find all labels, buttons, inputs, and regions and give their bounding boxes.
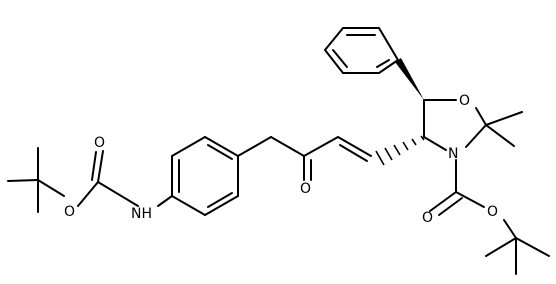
- atom-label-o-ring: O: [459, 93, 470, 109]
- oxazolidine-ring: [423, 99, 487, 151]
- left-benzene-ring: [171, 136, 239, 216]
- gem-dimethyl-group: [485, 111, 523, 147]
- atom-label-o-carbonyl-right: O: [422, 210, 433, 226]
- right-carbamate-group: [429, 159, 485, 216]
- hashed-wedge-bond: [375, 135, 425, 166]
- atom-label-o-ester-right: O: [487, 204, 498, 220]
- phenyl-ring: [324, 27, 399, 74]
- right-tert-butyl-group: [485, 219, 550, 275]
- solid-wedge-bond: [395, 58, 424, 100]
- enone-linker: [237, 136, 372, 181]
- left-carbamate-group: [77, 150, 139, 207]
- atom-label-o-ester-left: O: [64, 204, 75, 220]
- nh-aryl-bond: [157, 195, 173, 207]
- atom-label-o-carbonyl-left: O: [94, 135, 105, 151]
- atom-label-n-ring: N: [448, 146, 458, 162]
- atom-label-nh: NH: [131, 206, 152, 222]
- atom-label-o-ketone: O: [300, 181, 311, 197]
- left-tert-butyl-group: [7, 147, 65, 213]
